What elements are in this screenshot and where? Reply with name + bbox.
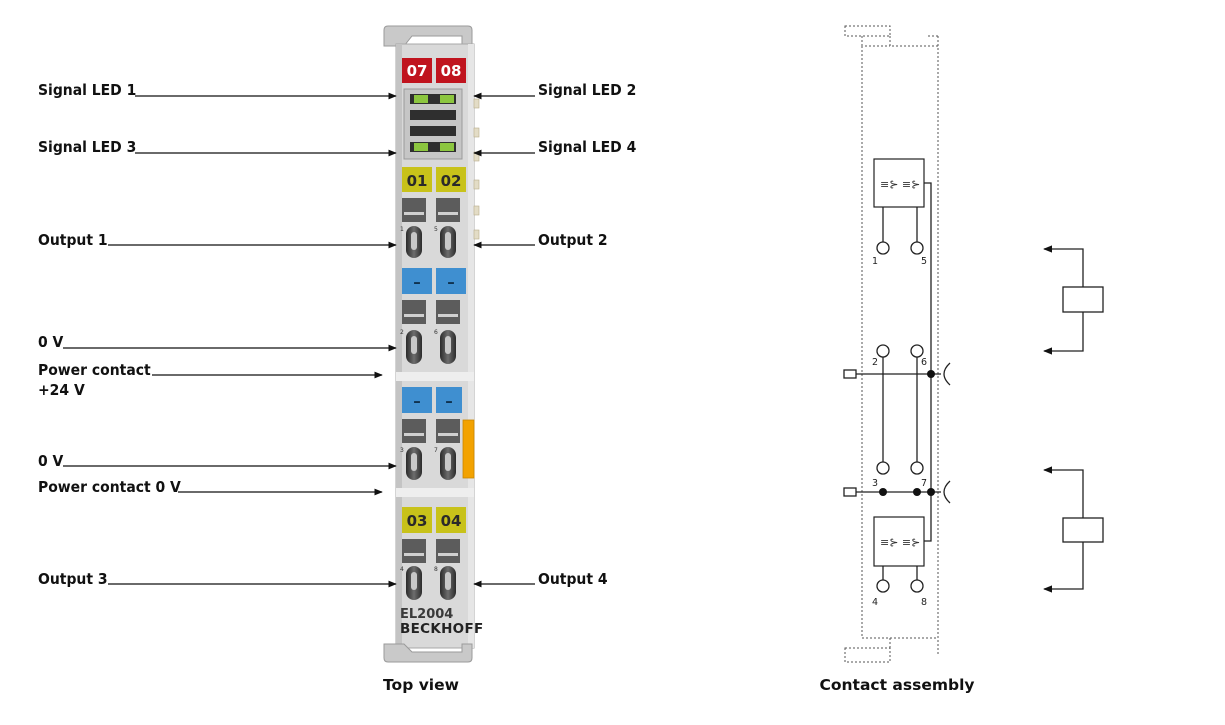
blue-tag-1-label: –	[413, 273, 421, 291]
tag-08	[436, 58, 466, 83]
bottom-rail-clip	[383, 643, 473, 663]
schem-pin-1: 1	[872, 256, 878, 267]
callout-labels: Signal LED 1 Signal LED 3 Output 1 0 V P…	[38, 81, 637, 588]
output-driver-1-2	[873, 158, 925, 208]
driver-symbol-2: ≡⊱ ≡⊱	[880, 536, 920, 549]
power-contact-orange	[462, 419, 475, 479]
side-contacts	[473, 98, 480, 240]
tag-07-label: 07	[407, 62, 428, 80]
blue-tag-3-label: –	[413, 392, 421, 410]
model-label: EL2004	[400, 607, 453, 622]
tag-04	[436, 507, 466, 533]
callout-0v-a: 0 V	[38, 333, 64, 351]
callout-signal-led-2: Signal LED 2	[538, 81, 636, 99]
blue-tag-3	[402, 387, 432, 413]
callout-power-contact-24v: Power contact	[38, 361, 151, 379]
callout-signal-led-3: Signal LED 3	[38, 138, 136, 156]
pin-label-7: 7	[434, 447, 438, 454]
driver-symbol: ≡⊱ ≡⊱	[880, 178, 920, 191]
load-1	[1062, 286, 1104, 313]
pin-label-1: 1	[400, 226, 404, 233]
blue-tag-2	[436, 268, 466, 294]
pin-label-8: 8	[434, 566, 438, 573]
callout-output-4: Output 4	[538, 570, 608, 588]
schem-pin-4: 4	[872, 597, 878, 608]
blue-tag-4	[436, 387, 462, 413]
pin-label-5: 5	[434, 226, 438, 233]
schem-pin-5: 5	[921, 256, 927, 267]
blue-tag-1	[402, 268, 432, 294]
tag-01	[402, 167, 432, 192]
callout-output-3: Output 3	[38, 570, 108, 588]
blue-tag-4-label: –	[445, 392, 453, 410]
tag-03	[402, 507, 432, 533]
pin-label-3: 3	[400, 447, 404, 454]
pin-label-2: 2	[400, 329, 404, 336]
schem-pin-3: 3	[872, 478, 878, 489]
schem-pin-8: 8	[921, 597, 927, 608]
tag-04-label: 04	[441, 512, 462, 530]
callout-signal-led-4: Signal LED 4	[538, 138, 637, 156]
schem-pin-7: 7	[921, 478, 927, 489]
callout-signal-led-1: Signal LED 1	[38, 81, 136, 99]
tag-07	[402, 58, 432, 83]
blue-tag-2-label: –	[447, 273, 455, 291]
callout-power-contact-24v-value: +24 V	[38, 381, 85, 399]
led-block	[403, 88, 463, 160]
tag-02-label: 02	[441, 172, 462, 190]
brand-logo-text: BECKHOFF	[400, 621, 484, 637]
pin-label-6: 6	[434, 329, 438, 336]
callouts	[63, 92, 535, 588]
tag-01-label: 01	[407, 172, 428, 190]
top-rail-clip	[383, 25, 473, 47]
contact-assembly-schematic: ≡⊱ ≡⊱ ≡⊱ ≡⊱	[843, 25, 1104, 663]
terminal-top-view: 07 08 01 02 1 5 – –	[383, 25, 484, 663]
callout-output-2: Output 2	[538, 231, 608, 249]
callout-0v-b: 0 V	[38, 452, 64, 470]
schem-pin-2: 2	[872, 357, 878, 368]
pin-label-4: 4	[400, 566, 404, 573]
caption-top-view: Top view	[383, 676, 459, 694]
tag-08-label: 08	[441, 62, 462, 80]
load-2	[1062, 517, 1104, 543]
tag-03-label: 03	[407, 512, 428, 530]
schem-pin-6: 6	[921, 357, 927, 368]
caption-contact-assembly: Contact assembly	[819, 676, 974, 694]
output-driver-3-4	[873, 516, 925, 567]
tag-02	[436, 167, 466, 192]
callout-output-1: Output 1	[38, 231, 108, 249]
callout-power-contact-0v: Power contact 0 V	[38, 478, 181, 496]
